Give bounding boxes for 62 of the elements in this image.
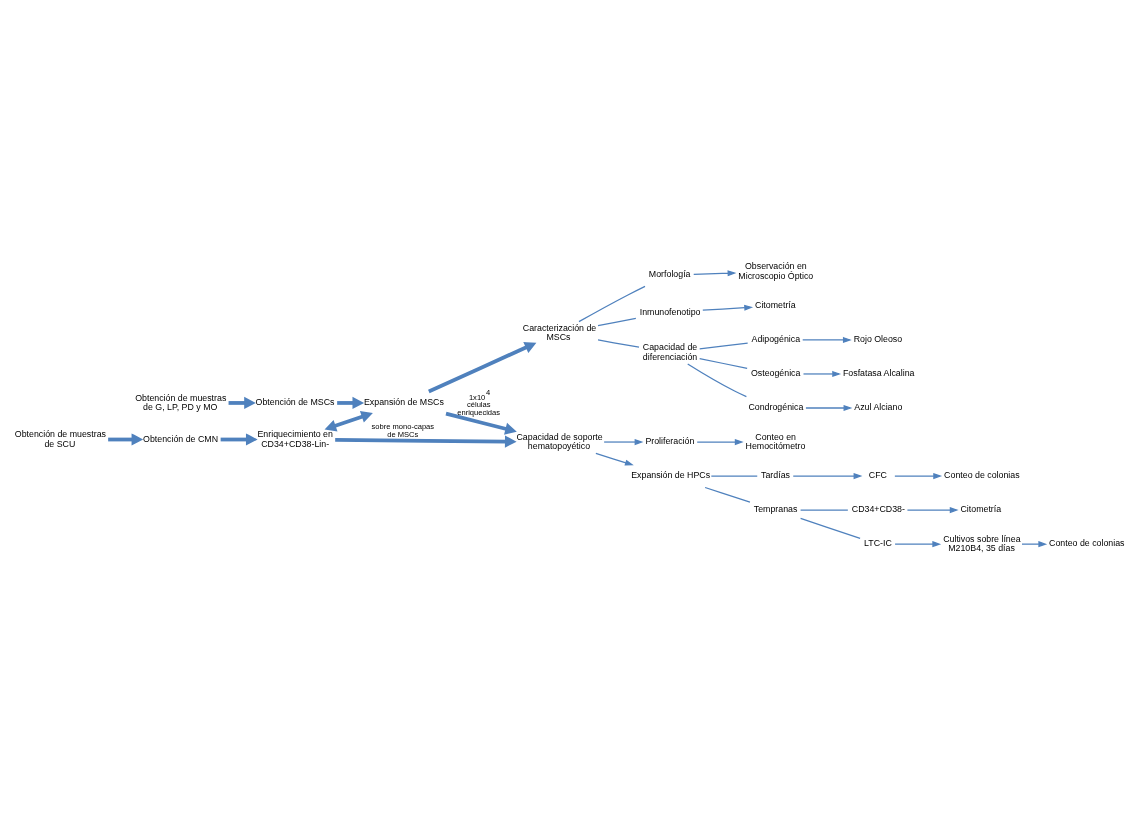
arrow: [445, 411, 517, 435]
node-text: Expansión de MSCs: [363, 396, 444, 407]
arrow: [335, 434, 517, 448]
arrow: [696, 438, 744, 445]
arrow: [428, 341, 537, 393]
node-text: Capacidad de diferenciación: [642, 341, 698, 362]
connector: [699, 357, 748, 369]
node-text: Observación en Microscopio Óptico: [738, 260, 814, 281]
arrow: [792, 472, 863, 479]
node-text: Proliferación: [645, 435, 695, 446]
arrow: [802, 370, 842, 377]
connector: [597, 317, 637, 326]
node-text: Obtención de muestras de G, LP, PD y MO: [135, 392, 227, 412]
node-text: Azul Alciano: [854, 401, 903, 412]
connector: [799, 517, 861, 539]
node-text: Condrogénica: [748, 401, 804, 412]
connector: [710, 474, 758, 477]
node-text: Obtención de CMN: [143, 433, 219, 444]
arrow: [702, 304, 754, 311]
connector: [699, 342, 749, 350]
arrow: [324, 410, 373, 431]
node-text: Capacidad de soporte hematopoyético: [516, 431, 603, 451]
node-text: Tempranas: [753, 503, 798, 514]
arrow: [693, 269, 737, 276]
node-text: Citometría: [960, 503, 1002, 514]
arrow: [805, 404, 853, 411]
node-text: Expansión de HPCs: [631, 469, 711, 480]
arrow: [603, 438, 644, 445]
connector: [704, 486, 751, 503]
node-text: Conteo de colonias: [944, 469, 1020, 480]
connector: [799, 508, 849, 511]
arrow: [108, 432, 144, 446]
node-text: Osteogénica: [750, 367, 801, 378]
connector: [687, 362, 747, 397]
node-text: Inmunofenotipo: [639, 306, 701, 317]
node-text: Obtención de muestras de SCU: [14, 428, 106, 449]
node-text: Fosfatasa Alcalina: [842, 367, 915, 378]
node-text: Conteo en Hemocitómetro: [745, 431, 806, 451]
arrow: [894, 540, 942, 547]
node-text: Conteo de colonias: [1049, 537, 1125, 548]
node-text: Morfología: [648, 268, 691, 279]
arrow: [337, 396, 365, 409]
node-text: CD34+CD38-: [851, 503, 905, 514]
node-text: Obtención de MSCs: [255, 396, 335, 407]
arrow: [220, 432, 258, 446]
node-text: Citometría: [755, 299, 796, 310]
arrow: [1021, 540, 1048, 547]
arrow: [228, 396, 256, 409]
arrow: [894, 472, 943, 479]
node-text: Tardías: [761, 469, 790, 480]
node-text: Rojo Oleoso: [853, 333, 903, 344]
connector: [578, 285, 646, 322]
connector: [597, 338, 640, 348]
node-text: Cultivos sobre línea M210B4, 35 días: [943, 533, 1021, 553]
node-text: LTC-IC: [864, 537, 892, 548]
node-text: Enriquecimiento en CD34+CD38-Lin-: [257, 428, 333, 449]
arrow: [906, 506, 959, 513]
node-text: Caracterización de MSCs: [522, 322, 597, 342]
node-text: Adipogénica: [751, 333, 801, 344]
node-text: CFC: [868, 469, 887, 480]
arrow: [595, 452, 634, 466]
arrow: [802, 336, 852, 343]
